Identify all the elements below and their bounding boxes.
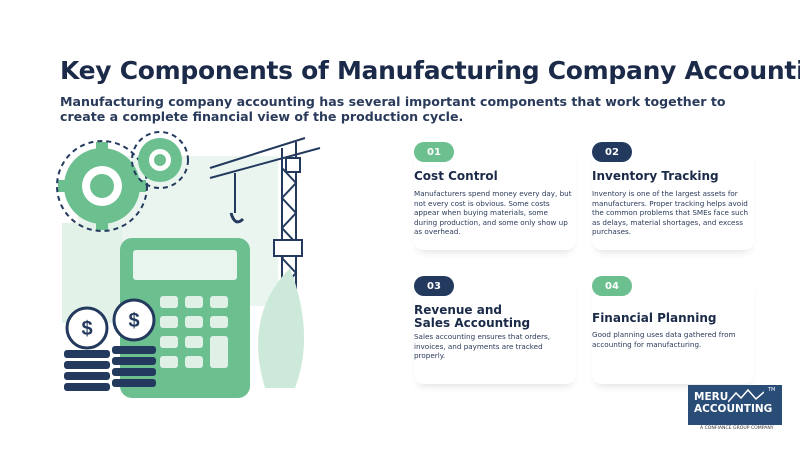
card-body: Inventory is one of the largest assets f… (592, 189, 749, 237)
coin-stack-left-icon: $ (64, 306, 110, 391)
card-number-badge: 03 (414, 276, 454, 296)
page-title: Key Components of Manufacturing Company … (60, 56, 800, 85)
logo-tm: TM (768, 387, 776, 393)
logo-line2: ACCOUNTING (694, 403, 773, 415)
card-number-badge: 04 (592, 276, 632, 296)
coin-stack-right-icon: $ (112, 298, 156, 387)
logo-line1: MERU (694, 391, 729, 403)
logo-caption: A CONFIANCE GROUP COMPANY (700, 426, 774, 431)
card-number-badge: 01 (414, 142, 454, 162)
card-revenue-sales: 03 Revenue and Sales Accounting Sales ac… (414, 276, 576, 384)
card-title: Inventory Tracking (592, 169, 719, 183)
card-body: Manufacturers spend money every day, but… (414, 189, 572, 237)
page-subtitle: Manufacturing company accounting has sev… (60, 94, 726, 124)
small-gear-icon (131, 131, 189, 189)
svg-text:$: $ (128, 310, 139, 332)
card-title: Financial Planning (592, 311, 717, 325)
meru-accounting-logo: MERU ACCOUNTING TM (688, 385, 782, 425)
svg-text:$: $ (81, 318, 92, 340)
card-financial-planning: 04 Financial Planning Good planning uses… (592, 276, 754, 384)
large-gear-icon (56, 140, 148, 232)
card-cost-control: 01 Cost Control Manufacturers spend mone… (414, 142, 576, 250)
card-body: Sales accounting ensures that orders, in… (414, 332, 551, 361)
card-title: Cost Control (414, 169, 498, 183)
mountain-logo-icon (728, 389, 764, 403)
leaf-decoration (258, 268, 305, 388)
card-inventory-tracking: 02 Inventory Tracking Inventory is one o… (592, 142, 754, 250)
card-body: Good planning uses data gathered from ac… (592, 330, 736, 349)
logo-text: MERU ACCOUNTING (694, 391, 772, 415)
card-number-badge: 02 (592, 142, 632, 162)
manufacturing-illustration: $ $ (56, 131, 321, 398)
card-title: Revenue and Sales Accounting (414, 303, 531, 330)
background-factory-shape (62, 223, 122, 323)
